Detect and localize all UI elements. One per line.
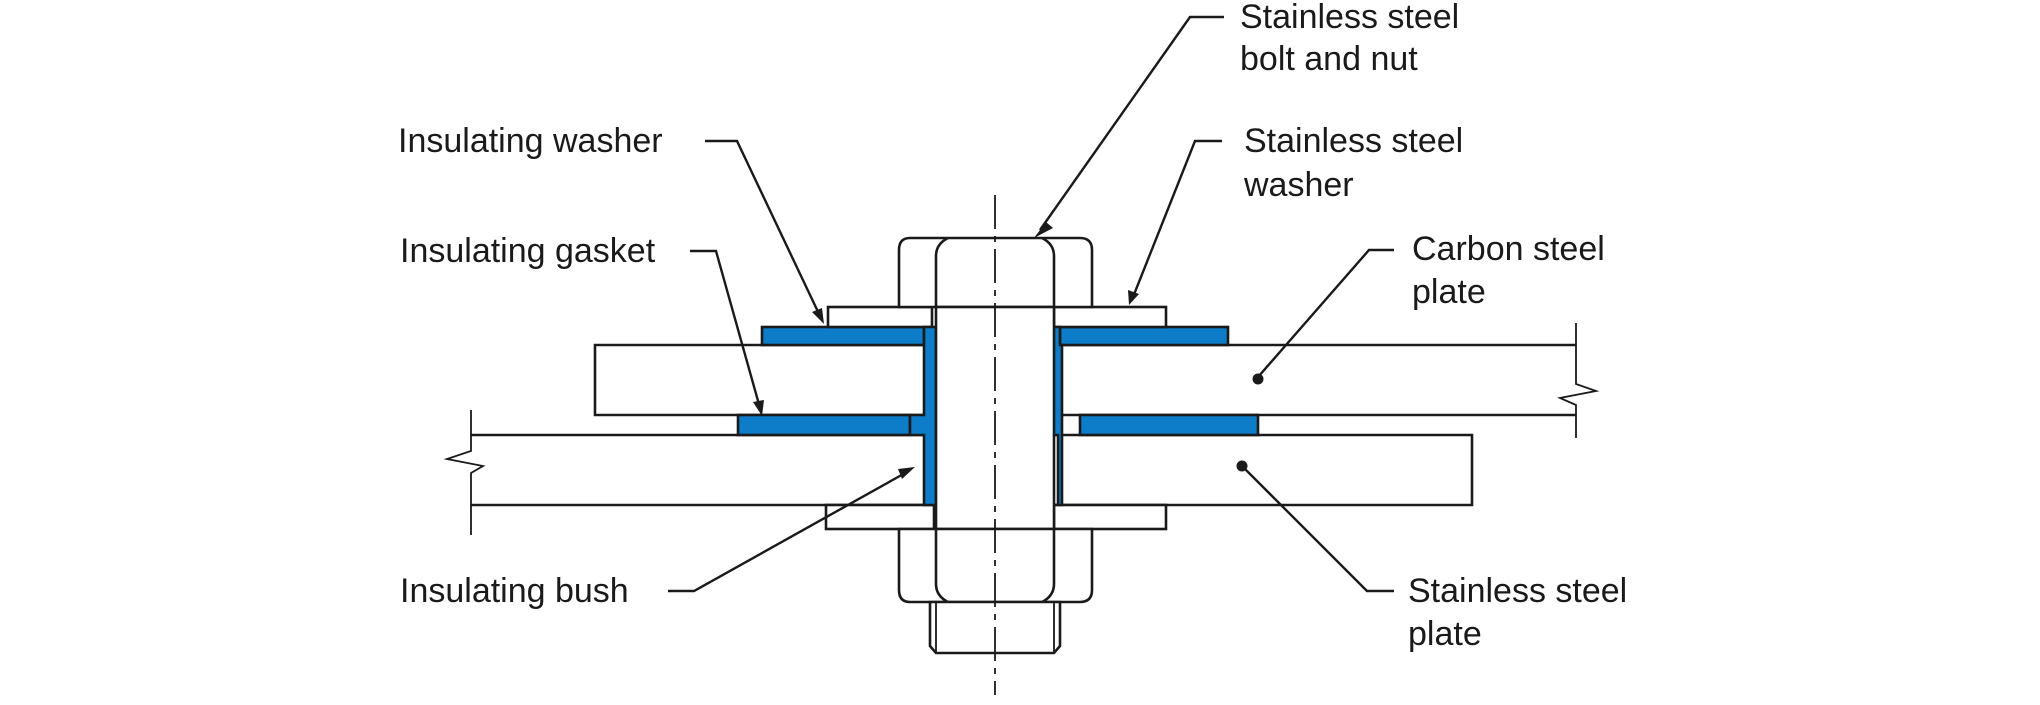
label-insulating-washer: Insulating washer <box>398 122 663 160</box>
label-insulating-bush-line-1: Insulating bush <box>400 572 629 610</box>
label-insulating-washer-line-1: Insulating washer <box>398 122 663 160</box>
label-insulating-gasket: Insulating gasket <box>400 232 656 270</box>
break-mark-left <box>443 410 486 535</box>
label-insulating-gasket-line-1: Insulating gasket <box>400 232 656 270</box>
break-mark-right <box>1556 323 1600 438</box>
label-carbon-plate-line-1: Carbon steel <box>1412 230 1605 268</box>
label-ss-washer-line-1: Stainless steel <box>1244 122 1463 160</box>
label-bolt-line-2: bolt and nut <box>1240 40 1418 78</box>
stainless-steel-washer-bottom-right <box>1052 503 1168 531</box>
insulating-gasket-left <box>736 413 912 437</box>
insulating-washer-right <box>1058 325 1230 347</box>
label-insulating-bush: Insulating bush <box>400 572 629 610</box>
leader-lines <box>668 15 1394 593</box>
label-carbon-plate-line-2: plate <box>1412 273 1486 311</box>
label-stainless-steel-plate: Stainless steel plate <box>1408 572 1627 653</box>
label-carbon-steel-plate: Carbon steel plate <box>1412 230 1605 311</box>
insulating-gasket-right <box>1078 413 1260 437</box>
stainless-steel-washer-top-left <box>826 305 934 329</box>
insulating-washer-left <box>760 325 926 347</box>
stainless-steel-washer-bottom-left <box>824 503 936 531</box>
label-ss-plate-line-1: Stainless steel <box>1408 572 1627 610</box>
label-stainless-steel-washer: Stainless steel washer <box>1243 122 1463 204</box>
stainless-steel-washer-top-right <box>1052 305 1168 329</box>
label-bolt-line-1: Stainless steel <box>1240 0 1459 36</box>
label-stainless-steel-bolt-and-nut: Stainless steel bolt and nut <box>1240 0 1459 78</box>
label-ss-washer-line-2: washer <box>1243 166 1354 204</box>
label-ss-plate-line-2: plate <box>1408 615 1482 653</box>
